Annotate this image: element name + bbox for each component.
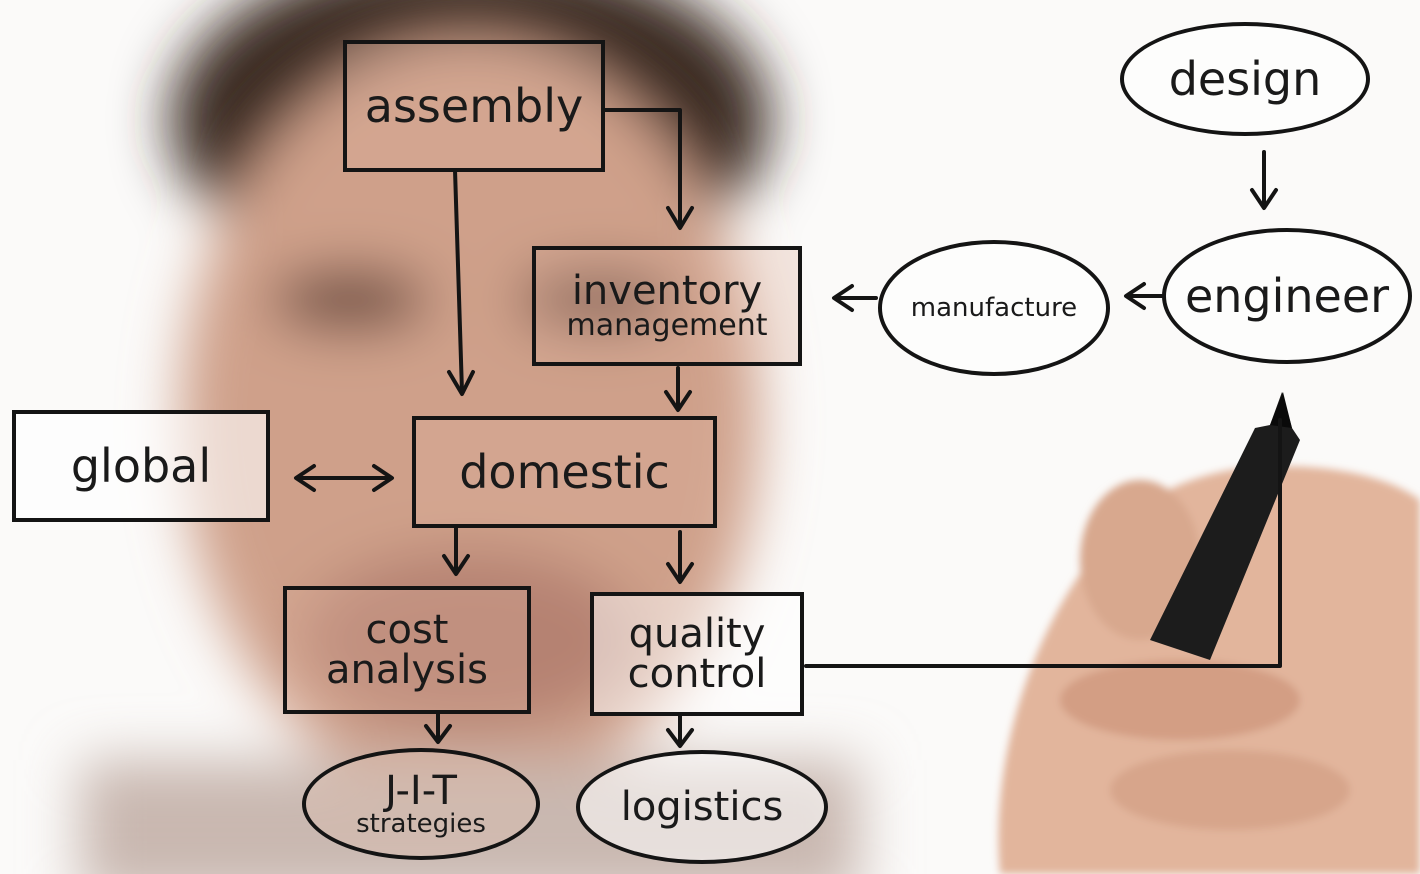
node-domestic: domestic — [412, 416, 717, 528]
node-strategies-label: strategies — [356, 809, 486, 839]
node-engineer-label: engineer — [1184, 269, 1390, 323]
node-manufacture: manufacture — [878, 240, 1110, 376]
node-inventory-management: inventory management — [532, 246, 802, 366]
node-logistics: logistics — [576, 750, 828, 864]
node-manufacture-label: manufacture — [910, 293, 1078, 323]
node-assembly: assembly — [343, 40, 605, 172]
node-inventory-label: inventory — [571, 268, 763, 314]
connector-arrows — [294, 108, 1282, 748]
node-engineer: engineer — [1162, 228, 1412, 364]
node-logistics-label: logistics — [620, 784, 784, 830]
node-cost-label: cost — [365, 607, 449, 653]
node-jit-label: J-I-T — [385, 768, 457, 814]
node-design-label: design — [1168, 52, 1322, 106]
node-jit-strategies: J-I-T strategies — [302, 748, 540, 860]
node-analysis-label: analysis — [326, 647, 488, 693]
node-quality-label: quality — [628, 611, 766, 657]
node-control-label: control — [627, 651, 767, 697]
marker-pen-icon — [1150, 392, 1300, 660]
node-cost-analysis: cost analysis — [283, 586, 531, 714]
node-global-label: global — [70, 439, 212, 493]
hand-holding-marker — [998, 466, 1420, 874]
node-quality-control: quality control — [590, 592, 804, 716]
node-global: global — [12, 410, 270, 522]
node-management-label: management — [566, 308, 768, 343]
node-domestic-label: domestic — [459, 445, 670, 499]
node-design: design — [1120, 22, 1370, 136]
node-assembly-label: assembly — [364, 79, 584, 133]
